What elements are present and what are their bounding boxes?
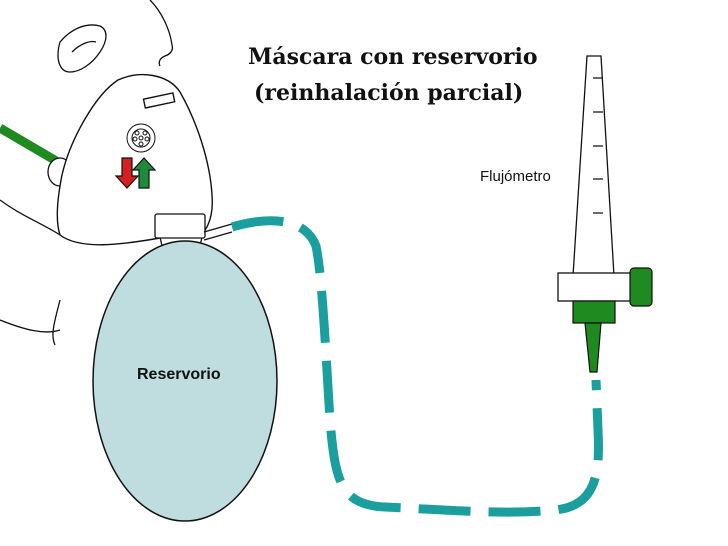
title-line-1: Máscara con reservorio — [248, 44, 538, 70]
reservoir-bag — [92, 240, 278, 522]
flowmeter-label: Flujómetro — [480, 168, 551, 185]
face-profile — [0, 0, 174, 346]
flow-arrows — [114, 157, 157, 189]
exhalation-valve — [126, 123, 156, 153]
exhale-arrow — [114, 157, 140, 189]
flowmeter — [557, 55, 653, 373]
mask — [56, 73, 213, 246]
reservoir-label: Reservorio — [137, 366, 221, 383]
title-line-2: (reinhalación parcial) — [254, 80, 524, 106]
oxygen-tube — [230, 216, 603, 517]
inhale-arrow — [131, 157, 157, 189]
